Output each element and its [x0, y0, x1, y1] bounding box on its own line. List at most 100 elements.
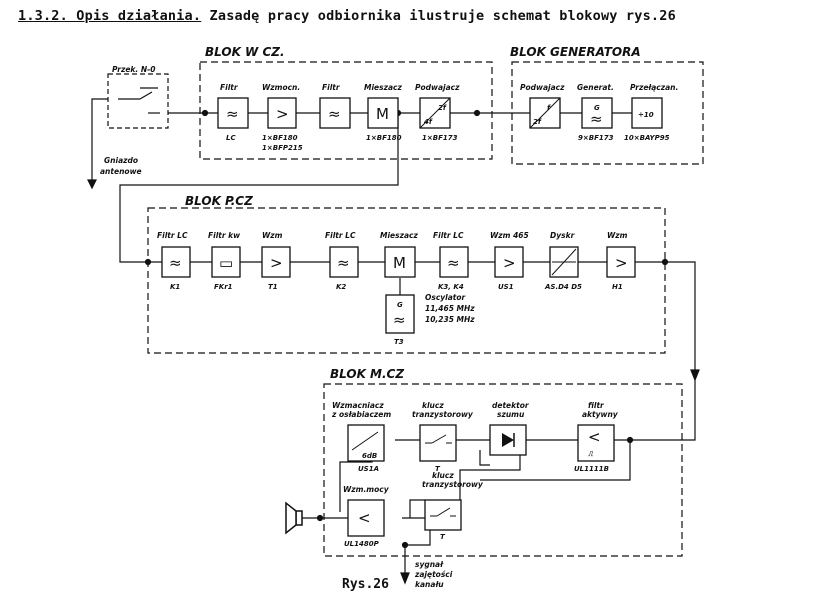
svg-text:AS.D4 D5: AS.D4 D5 [544, 283, 582, 291]
speaker-icon [285, 501, 303, 535]
svg-text:4f: 4f [424, 118, 433, 126]
svg-text:aktywny: aktywny [582, 410, 619, 419]
svg-text:1×BF173: 1×BF173 [422, 134, 458, 142]
svg-text:Wzm: Wzm [607, 231, 628, 240]
svg-text:2f: 2f [438, 104, 447, 112]
svg-text:T3: T3 [394, 338, 404, 346]
svg-text:Mieszacz: Mieszacz [364, 83, 402, 92]
svg-text:Oscylator: Oscylator [425, 293, 467, 302]
wcz-amplifier: > Wzmocn. 1×BF180 1×BFP215 [262, 83, 303, 152]
svg-text:⎍: ⎍ [587, 450, 594, 458]
svg-text:T: T [435, 465, 441, 473]
antenna-label-1: Gniazdo [104, 156, 138, 165]
svg-text:f: f [547, 104, 551, 112]
svg-text:LC: LC [226, 134, 236, 142]
svg-text:÷10: ÷10 [638, 111, 654, 119]
figure-caption: Rys.26 [342, 577, 389, 592]
svg-text:Generat.: Generat. [577, 83, 614, 92]
mcz-amplifier-attenuator: 6dB Wzmacniacz z osłabiaczem US1A [331, 401, 391, 473]
svg-text:1×BF180: 1×BF180 [262, 134, 298, 142]
svg-text:klucz: klucz [422, 401, 444, 410]
svg-text:Filtr LC: Filtr LC [433, 231, 464, 240]
pcz-filter-lc-1: ≈ Filtr LC K1 [157, 231, 191, 291]
svg-text:≈: ≈ [328, 105, 341, 123]
svg-text:T1: T1 [268, 283, 278, 291]
svg-text:10,235 MHz: 10,235 MHz [425, 315, 475, 324]
wcz-mixer: M Mieszacz 1×BF180 [364, 83, 402, 142]
svg-text:Podwajacz: Podwajacz [415, 83, 460, 92]
signal-label-2: zajętości [414, 570, 453, 579]
svg-text:Wzmocn.: Wzmocn. [262, 83, 300, 92]
svg-text:>: > [503, 254, 516, 272]
pcz-amplifier-out: > Wzm H1 [606, 231, 636, 291]
svg-text:tranzystorowy: tranzystorowy [422, 480, 484, 489]
mcz-power-amplifier: < Wzm.mocy UL1480P [343, 485, 390, 548]
gen-generator: G ≈ Generat. 9×BF173 [577, 83, 614, 142]
heading-text: Zasadę pracy odbiornika ilustruje schema… [201, 8, 676, 24]
svg-text:FKr1: FKr1 [214, 283, 233, 291]
pcz-filter-lc-2: ≈ Filtr LC K2 [325, 231, 359, 291]
svg-text:11,465 MHz: 11,465 MHz [425, 304, 475, 313]
svg-text:2f: 2f [533, 118, 542, 126]
signal-label-3: kanału [415, 580, 444, 589]
svg-text:Mieszacz: Mieszacz [380, 231, 418, 240]
svg-text:Filtr LC: Filtr LC [157, 231, 188, 240]
svg-text:≈: ≈ [226, 105, 239, 123]
label-blok-p-cz: BLOK P.CZ [185, 194, 253, 208]
svg-text:>: > [270, 254, 283, 272]
svg-text:Dyskr: Dyskr [550, 231, 576, 240]
antenna-label-2: antenowe [100, 167, 142, 176]
frame-switch [107, 73, 169, 129]
svg-text:Filtr kw: Filtr kw [208, 231, 240, 240]
svg-text:≈: ≈ [447, 254, 460, 272]
svg-text:US1: US1 [498, 283, 514, 291]
svg-text:tranzystorowy: tranzystorowy [412, 410, 474, 419]
frame-blok-p-cz [147, 207, 666, 354]
label-blok-generatora: BLOK GENERATORA [510, 45, 641, 59]
svg-text:K3, K4: K3, K4 [438, 283, 464, 291]
section-number: 1.3.2. Opis działania. [18, 8, 202, 24]
svg-text:UL1480P: UL1480P [344, 540, 380, 548]
label-blok-w-cz: BLOK W CZ. [205, 45, 285, 59]
mcz-transistor-key-2: klucz tranzystorowy T [422, 471, 484, 541]
gen-doubler: f 2f Podwajacz [520, 83, 565, 129]
svg-text:US1A: US1A [358, 465, 379, 473]
wcz-filter-2: ≈ Filtr [319, 83, 351, 129]
svg-text:klucz: klucz [432, 471, 454, 480]
signal-label-1: sygnał [415, 560, 444, 569]
svg-text:≈: ≈ [590, 110, 603, 128]
svg-text:z osłabiaczem: z osłabiaczem [331, 410, 391, 419]
svg-text:10×BAYP95: 10×BAYP95 [624, 134, 670, 142]
svg-text:K1: K1 [170, 283, 180, 291]
pcz-amplifier-1: > Wzm T1 [261, 231, 291, 291]
svg-text:<: < [358, 509, 371, 527]
svg-text:Wzm.mocy: Wzm.mocy [343, 485, 390, 494]
pcz-amplifier-465: > Wzm 465 US1 [490, 231, 529, 291]
pcz-filter-lc-3: ≈ Filtr LC K3, K4 [433, 231, 469, 291]
pcz-mixer: M Mieszacz [380, 231, 418, 278]
pcz-filter-kw: ▭ Filtr kw FKr1 [208, 231, 241, 291]
svg-text:<: < [588, 428, 601, 446]
svg-text:≈: ≈ [169, 254, 182, 272]
mcz-transistor-key-1: klucz tranzystorowy T [412, 401, 474, 473]
svg-text:UL1111B: UL1111B [574, 465, 609, 473]
mcz-active-filter: < ⎍ filtr aktywny UL1111B [574, 401, 619, 473]
svg-text:Wzm 465: Wzm 465 [490, 231, 529, 240]
gen-switcher: ÷10 Przełączan. 10×BAYP95 [624, 83, 678, 142]
svg-text:Podwajacz: Podwajacz [520, 83, 565, 92]
svg-text:Wzm: Wzm [262, 231, 283, 240]
wcz-doubler: 2f 4f Podwajacz 1×BF173 [415, 83, 460, 142]
svg-text:H1: H1 [612, 283, 623, 291]
svg-text:Filtr: Filtr [322, 83, 341, 92]
svg-text:M: M [393, 254, 406, 272]
oscillator: G ≈ T3 Oscylator 11,465 MHz 10,235 MHz [385, 293, 475, 346]
svg-text:1×BF180: 1×BF180 [366, 134, 402, 142]
svg-text:szumu: szumu [497, 410, 525, 419]
svg-text:1×BFP215: 1×BFP215 [262, 144, 303, 152]
svg-text:M: M [376, 105, 389, 123]
svg-text:≈: ≈ [337, 254, 350, 272]
mcz-noise-detector: detektor szumu [489, 401, 530, 456]
svg-text:K2: K2 [336, 283, 346, 291]
svg-text:Filtr: Filtr [220, 83, 239, 92]
